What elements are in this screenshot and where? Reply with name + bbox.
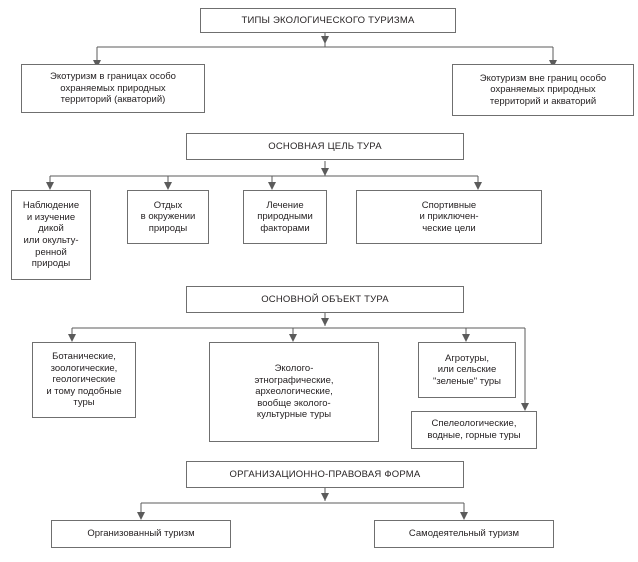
node-root-title: ТИПЫ ЭКОЛОГИЧЕСКОГО ТУРИЗМА	[200, 8, 456, 33]
node-self-organized-tourism: Самодеятельный туризм	[374, 520, 554, 548]
node-main-object-of-tour-header: ОСНОВНОЙ ОБЪЕКТ ТУРА	[186, 286, 464, 313]
node-main-goal-of-tour-header: ОСНОВНАЯ ЦЕЛЬ ТУРА	[186, 133, 464, 160]
node-legal-form-header: ОРГАНИЗАЦИОННО-ПРАВОВАЯ ФОРМА	[186, 461, 464, 488]
node-goal-treatment-natural-factors: Лечение природными факторами	[243, 190, 327, 244]
node-object-ethnographic-archaeological: Эколого- этнографические, археологически…	[209, 342, 379, 442]
node-eco-tourism-outside-protected: Экотуризм вне границ особо охраняемых пр…	[452, 64, 634, 116]
node-organized-tourism: Организованный туризм	[51, 520, 231, 548]
node-object-agrotours-rural-green: Агротуры, или сельские "зеленые" туры	[418, 342, 516, 398]
node-eco-tourism-inside-protected: Экотуризм в границах особо охраняемых пр…	[21, 64, 205, 113]
node-goal-rest-in-nature: Отдых в окружении природы	[127, 190, 209, 244]
node-object-speleological-water-mountain: Спелеологические, водные, горные туры	[411, 411, 537, 449]
node-object-botanical-zoological-geological: Ботанические, зоологические, геологическ…	[32, 342, 136, 418]
node-goal-sport-and-adventure: Спортивные и приключен- ческие цели	[356, 190, 542, 244]
node-goal-observation-and-study: Наблюдение и изучение дикой или окульту-…	[11, 190, 91, 280]
